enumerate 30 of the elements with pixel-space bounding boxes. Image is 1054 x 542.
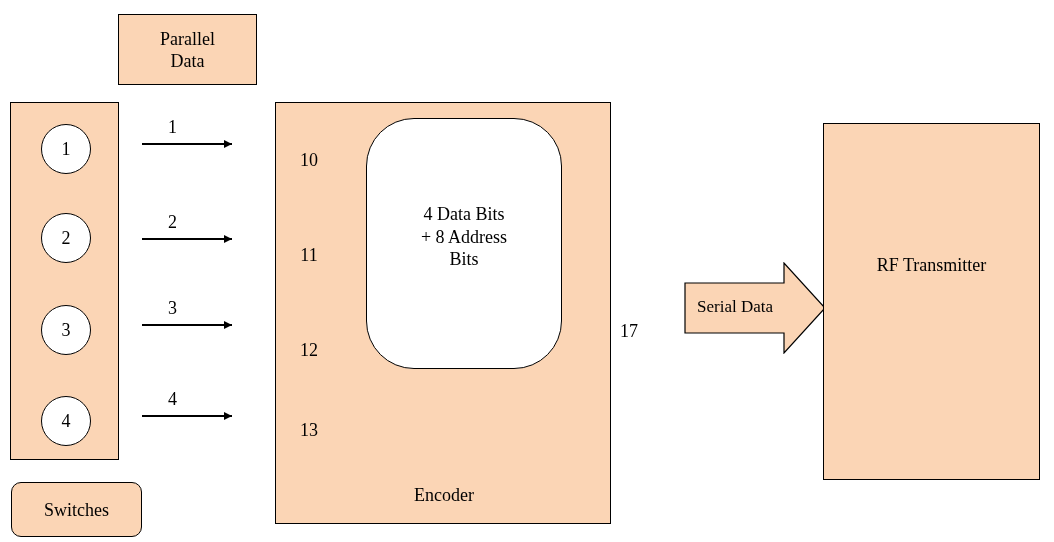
arrow [141, 412, 233, 420]
switch-panel [10, 102, 119, 460]
node-text: Parallel Data [159, 27, 216, 72]
arrow [141, 321, 233, 329]
pin-number: 17 [620, 320, 638, 343]
node-text: Switches [43, 498, 110, 521]
node-text: 2 [60, 226, 72, 250]
pin-number: 13 [299, 419, 319, 442]
node-text: 1 [60, 137, 72, 161]
block-title: Encoder [413, 484, 475, 507]
node-text: 4 Data Bits + 8 Address Bits [419, 203, 509, 271]
serial-data-arrow [684, 262, 826, 354]
arrow [141, 235, 233, 243]
node-text: 4 [60, 409, 72, 433]
transmitter-block [823, 123, 1040, 480]
arrow [141, 140, 233, 148]
switch-circle [41, 305, 91, 355]
switch-circle [41, 396, 91, 446]
switch-circle [41, 124, 91, 174]
encoder-block [275, 102, 611, 524]
node-text: Serial Data [696, 296, 774, 318]
data-frame-box [366, 118, 562, 369]
label-box [118, 14, 257, 85]
pin-number: 12 [299, 339, 319, 362]
switch-circle [41, 213, 91, 263]
pin-number: 10 [299, 149, 319, 172]
label-box [11, 482, 142, 537]
pin-number: 11 [299, 244, 319, 267]
node-text: 3 [60, 318, 72, 342]
node-text: RF Transmitter [875, 254, 988, 277]
